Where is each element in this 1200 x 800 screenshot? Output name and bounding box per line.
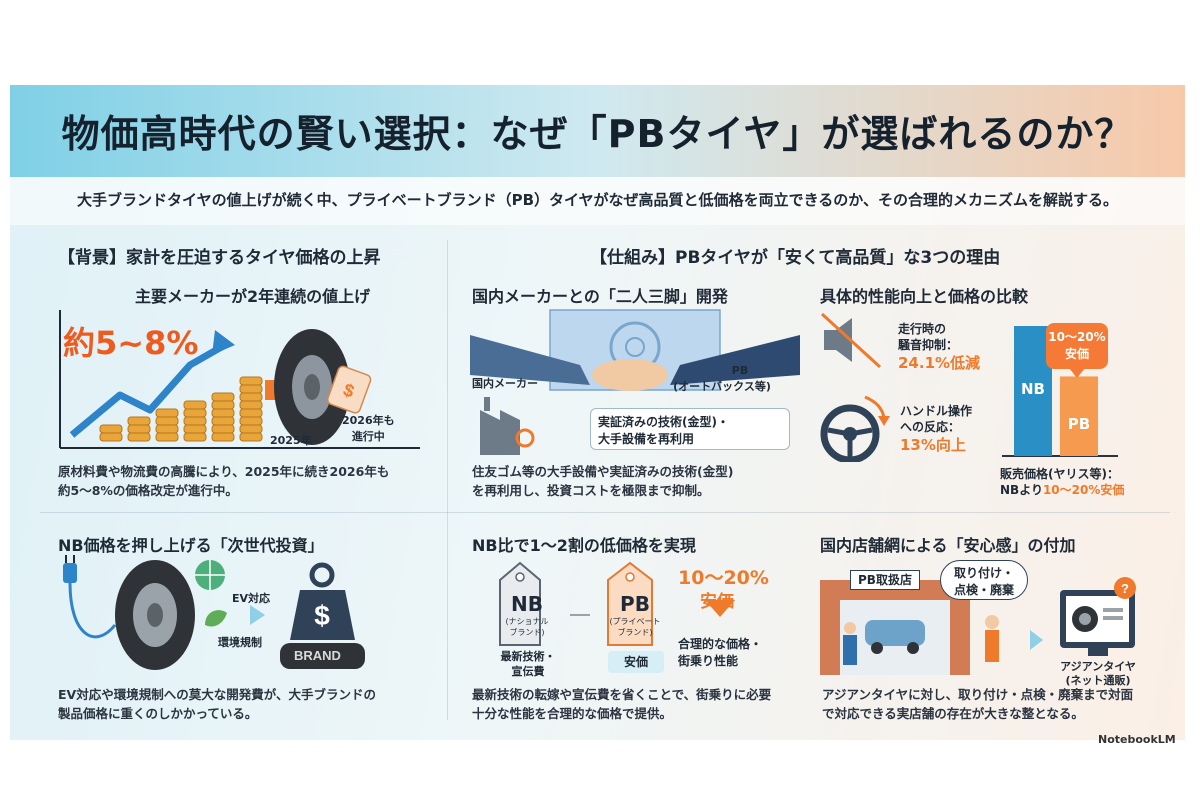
bar-pb — [1060, 376, 1098, 456]
label-2026: 2026年も 進行中 — [342, 414, 395, 443]
infographic-sheet: 物価高時代の賢い選択：なぜ「PBタイヤ」が選ばれるのか？ 大手ブランドタイヤの値… — [10, 85, 1185, 740]
service-bubble-2: 点検・廃棄 — [953, 583, 1014, 597]
handle-value: 13%向上 — [900, 436, 966, 454]
store-text-1: アジアンタイヤに対し、取り付け・点検・廃棄まで対面 — [822, 687, 1134, 702]
cheaper-bubble — [1046, 323, 1108, 369]
noise-value: 24.1%低減 — [898, 354, 981, 372]
price-caption-1: 販売価格(ヤリス等)： — [1000, 467, 1119, 481]
cheaper-bubble-rate: 10～20% — [1048, 330, 1106, 344]
pb-tag-title: PB — [620, 592, 650, 616]
handshake-illustration — [470, 309, 800, 455]
online-label-2: (ネット通販) — [1065, 674, 1131, 687]
low-price-text-2: 十分な性能を合理的な価格で提供。 — [472, 706, 673, 721]
bar-pb-label: PB — [1067, 415, 1091, 433]
pb-tag-sub-2: ブランド) — [617, 628, 653, 637]
cheaper-bubble-tail — [1069, 368, 1085, 378]
nb-tag-title: NB — [511, 592, 543, 616]
page-title: 物価高時代の賢い選択：なぜ「PBタイヤ」が選ばれるのか？ — [61, 112, 1134, 156]
low-price-title: NB比で1～2割の低価格を実現 — [472, 536, 696, 555]
price-increase-illustration: $ — [59, 310, 420, 449]
service-bubble — [940, 560, 1028, 600]
pb-tag-sub-1: (プライベート — [609, 617, 661, 626]
performance-icons — [820, 312, 890, 462]
pb-note-1: 合理的な価格・ — [678, 637, 763, 651]
nb-note-1: 最新技術・ — [500, 650, 556, 663]
brand-label: BRAND — [294, 648, 341, 663]
service-bubble-1: 取り付け・ — [953, 566, 1014, 580]
page-subtitle: 大手ブランドタイヤの値上げが続く中、プライベートブランド（PB）タイヤがなぜ高品… — [77, 191, 1118, 209]
handle-label-1: ハンドル操作 — [900, 404, 973, 418]
investment-text-2: 製品価格に重くのしかかっている。 — [58, 706, 258, 721]
maker-label: 国内メーカー — [472, 377, 538, 390]
label-2025: 2025年 — [270, 434, 312, 447]
pb-label: PB — [731, 364, 749, 377]
notebooklm-logo: NotebookLM — [1098, 733, 1176, 746]
reuse-callout — [590, 408, 790, 450]
store-title: 国内店舗網による「安心感」の付加 — [820, 536, 1076, 555]
noise-label-1: 走行時の — [898, 322, 947, 336]
investment-title: NB価格を押し上げる「次世代投資」 — [58, 536, 324, 555]
price-increase-title: 主要メーカーが2年連続の値上げ — [135, 287, 371, 306]
store-illustration: ? — [820, 577, 1136, 675]
price-bar-chart — [1002, 326, 1118, 457]
bar-nb — [1014, 326, 1052, 456]
pb-rate: 10～20% — [678, 567, 769, 589]
price-rate: 約5~8% — [63, 324, 199, 362]
mechanism-heading: 【仕組み】PBタイヤが「安くて高品質」な3つの理由 — [590, 248, 1001, 268]
env-label: 環境規制 — [218, 636, 262, 649]
performance-title: 具体的性能向上と価格の比較 — [820, 287, 1029, 306]
noise-label-2: 騒音抑制： — [898, 338, 959, 352]
pb-badge: 安価 — [608, 651, 664, 673]
store-sign: PB取扱店 — [850, 570, 920, 590]
title-band — [10, 85, 1185, 177]
price-increase-text-1: 原材料費や物流費の高騰により、2025年に続き2026年も — [58, 464, 390, 479]
svg-text:$: $ — [314, 600, 330, 631]
investment-illustration: $ — [63, 555, 365, 670]
price-caption-2: NBより10～20%安価 — [1000, 481, 1124, 498]
cheaper-bubble-label: 安価 — [1064, 347, 1089, 361]
pb-note-2: 街乗り性能 — [678, 654, 739, 668]
nb-tag-sub-1: (ナショナル — [505, 617, 549, 626]
joint-dev-text-2: を再利用し、投資コストを極限まで抑制。 — [472, 483, 710, 498]
bar-nb-label: NB — [1021, 380, 1045, 398]
subtitle-band — [10, 177, 1185, 225]
online-label-1: アジアンタイヤ — [1060, 660, 1136, 673]
svg-text:?: ? — [1121, 581, 1129, 596]
pb-sub-label: (オートバックス等) — [673, 380, 771, 393]
nb-note-2: 宣伝費 — [511, 665, 545, 678]
handle-label-2: への反応： — [900, 420, 961, 434]
price-caption-2a: NBより — [1000, 483, 1043, 497]
row-divider — [40, 512, 1170, 513]
store-text-2: で対応できる実店舗の存在が大きな整となる。 — [822, 706, 1084, 721]
joint-dev-text-1: 住友ゴム等の大手設備や実証済みの技術(金型) — [472, 464, 734, 479]
background-heading: 【背景】家計を圧迫するタイヤ価格の上昇 — [58, 248, 381, 268]
price-increase-text-2: 約5～8%の価格改定が進行中。 — [58, 483, 238, 498]
pb-cheap: 安価 — [700, 592, 734, 612]
price-caption-2b: 10～20%安価 — [1042, 483, 1125, 497]
reuse-callout-line1: 実証済みの技術(金型)・ — [598, 415, 729, 429]
reuse-callout-line2: 大手設備を再利用 — [598, 432, 695, 446]
low-price-text-1: 最新技術の転嫁や宣伝費を省くことで、街乗りに必要 — [472, 687, 772, 702]
investment-text-1: EV対応や環境規制への莫大な開発費が、大手ブランドの — [58, 687, 376, 702]
ev-label: EV対応 — [232, 592, 271, 605]
column-divider — [447, 240, 448, 720]
nb-tag-sub-2: ブランド) — [509, 628, 545, 637]
joint-dev-title: 国内メーカーとの「二人三脚」開発 — [472, 287, 728, 306]
tag-illustration — [499, 561, 735, 646]
